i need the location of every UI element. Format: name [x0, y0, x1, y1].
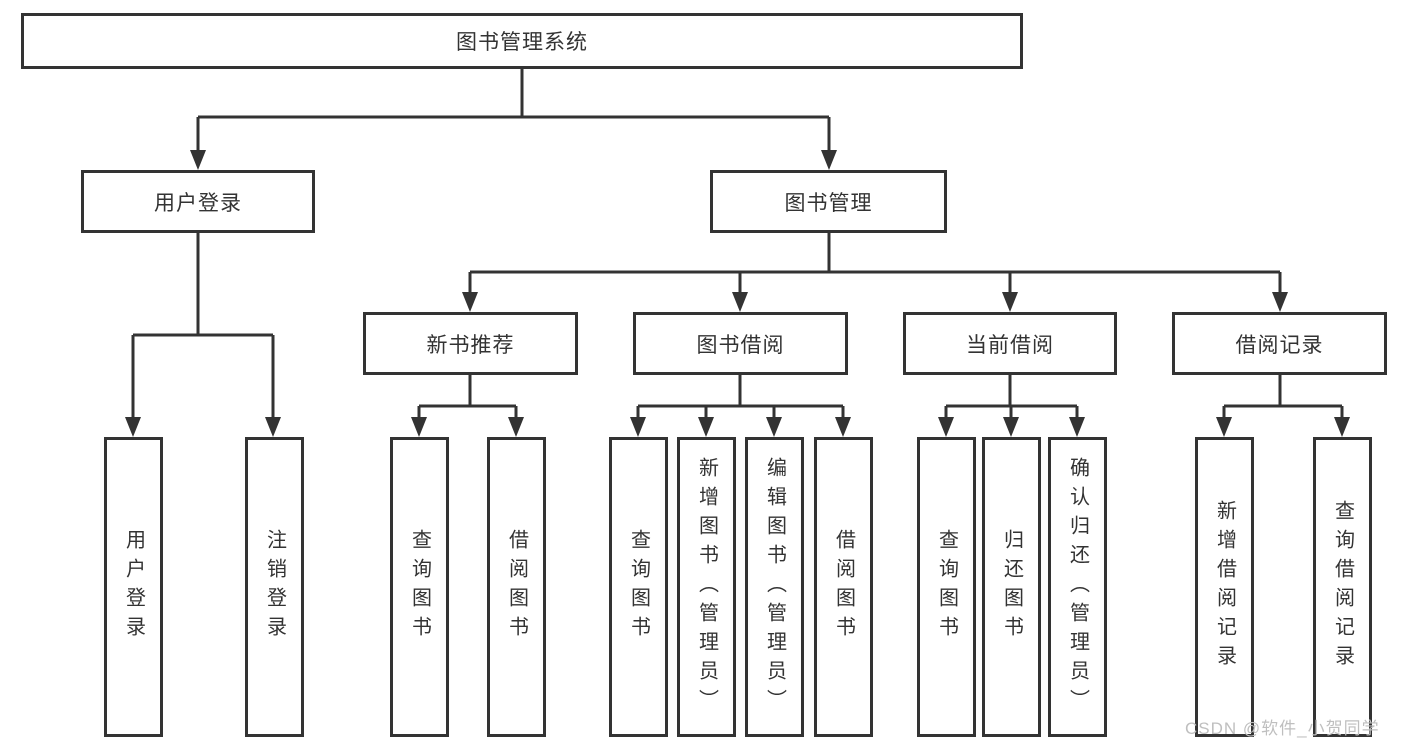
node-book-borrowing: 图书借阅: [633, 312, 848, 375]
node-leaf-user-login: 用户登录: [104, 437, 163, 737]
node-label: 图书借阅: [696, 333, 785, 357]
node-leaf-add-borrow-record: 新增借阅记录: [1195, 437, 1254, 737]
node-label: 当前借阅: [966, 333, 1054, 357]
node-label: 新书推荐: [426, 333, 515, 357]
node-leaf-query-borrow-record: 查询借阅记录: [1313, 437, 1372, 737]
node-label: 图书管理系统: [456, 31, 588, 54]
node-label: 借阅记录: [1235, 333, 1324, 357]
node-label: 注销登录: [263, 529, 286, 645]
node-user-login: 用户登录: [81, 170, 315, 233]
node-leaf-query-books-3: 查询图书: [917, 437, 976, 737]
node-leaf-confirm-return-admin: 确认归还（管理员）: [1048, 437, 1107, 737]
node-library-management-system: 图书管理系统: [21, 13, 1023, 69]
node-label: 新增借阅记录: [1213, 500, 1236, 674]
node-label: 查询图书: [408, 529, 431, 645]
node-label: 查询图书: [935, 529, 958, 645]
node-label: 归还图书: [1000, 529, 1023, 645]
node-label: 用户登录: [154, 191, 242, 215]
node-leaf-return-book: 归还图书: [982, 437, 1041, 737]
connector-path: [131, 69, 1344, 419]
node-leaf-edit-book-admin: 编辑图书（管理员）: [745, 437, 804, 737]
node-leaf-add-book-admin: 新增图书（管理员）: [677, 437, 736, 737]
node-leaf-borrow-books-2: 借阅图书: [814, 437, 873, 737]
node-label: 查询借阅记录: [1331, 500, 1354, 674]
node-label: 图书管理: [784, 191, 873, 215]
node-label: 用户登录: [122, 529, 145, 645]
node-borrowing-records: 借阅记录: [1172, 312, 1387, 375]
node-book-management: 图书管理: [710, 170, 947, 233]
node-label: 新增图书（管理员）: [695, 456, 718, 718]
node-leaf-query-books-1: 查询图书: [390, 437, 449, 737]
node-new-book-recommendation: 新书推荐: [363, 312, 578, 375]
arrowhead-icons: [125, 150, 1350, 437]
node-leaf-query-books-2: 查询图书: [609, 437, 668, 737]
node-label: 编辑图书（管理员）: [763, 456, 786, 718]
node-leaf-logout: 注销登录: [245, 437, 304, 737]
node-current-borrowing: 当前借阅: [903, 312, 1117, 375]
node-label: 确认归还（管理员）: [1066, 456, 1089, 718]
node-label: 借阅图书: [832, 529, 855, 645]
watermark: CSDN @软件_小贺同学: [1185, 719, 1380, 738]
node-leaf-borrow-books-1: 借阅图书: [487, 437, 546, 737]
node-label: 借阅图书: [505, 529, 528, 645]
node-label: 查询图书: [627, 529, 650, 645]
